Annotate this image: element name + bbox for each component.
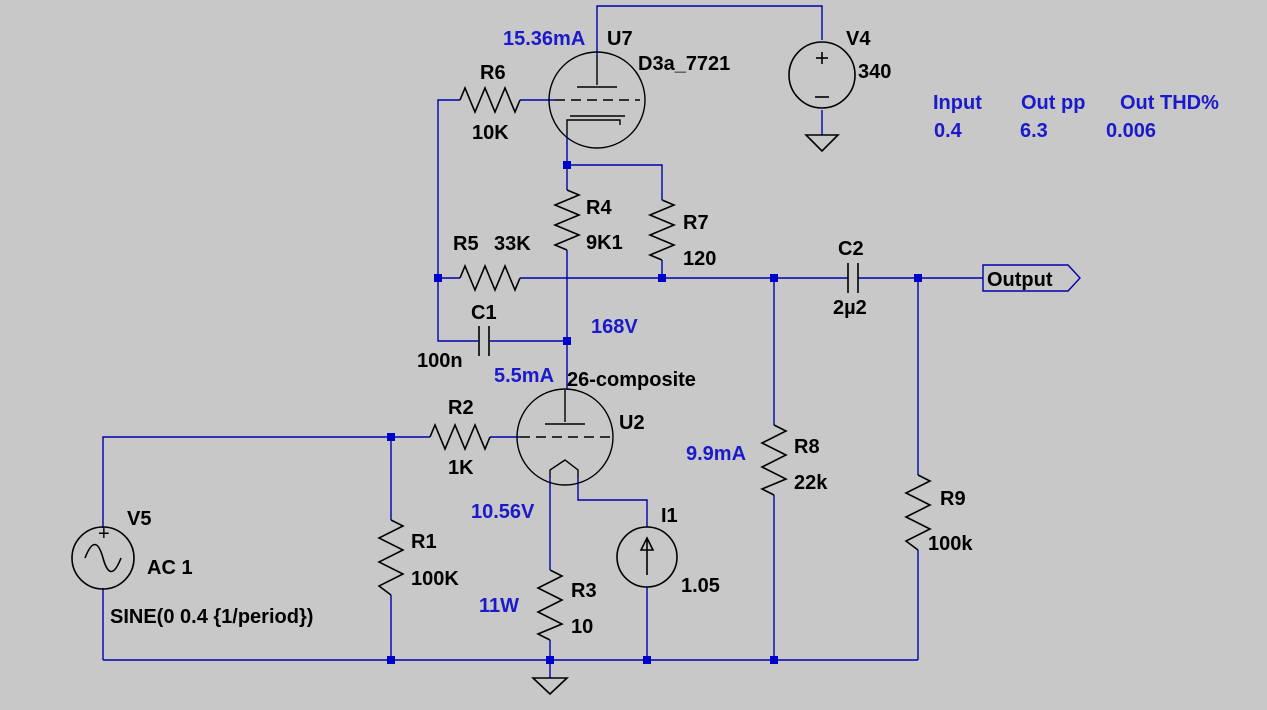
junction-dot — [434, 274, 442, 282]
r8-current-annotation: 9.9mA — [686, 443, 746, 465]
c2-value-label: 2µ2 — [833, 297, 867, 319]
v5-ref-label: V5 — [127, 508, 151, 530]
r8-value-label: 22k — [794, 472, 828, 494]
r3-power-annotation: 11W — [479, 595, 519, 617]
wire-u2-heater-i1[interactable] — [577, 478, 648, 527]
r2-ref-label: R2 — [448, 397, 474, 419]
capacitor-c1-symbol[interactable] — [478, 326, 490, 356]
tube-u7-symbol[interactable] — [548, 51, 646, 149]
resistor-r3-symbol[interactable] — [536, 569, 564, 641]
resistor-r7-symbol[interactable] — [647, 199, 677, 261]
r1-ref-label: R1 — [411, 531, 437, 553]
resistor-r1-symbol[interactable] — [377, 519, 405, 596]
labels: U7 D3a_7721 15.36mA V4 340 R6 10K R4 9K1… — [110, 28, 1219, 638]
wire-c1-left[interactable] — [437, 278, 478, 342]
resistor-r4-symbol[interactable] — [552, 189, 582, 251]
v5-value-label: AC 1 — [147, 557, 193, 579]
resistor-r6-symbol[interactable] — [459, 85, 521, 115]
ground-symbol-main — [530, 677, 570, 696]
v5-sine-label: SINE(0 0.4 {1/period}) — [110, 606, 313, 628]
svg-text:+: + — [98, 523, 110, 545]
r9-value-label: 100k — [928, 533, 973, 555]
junction-dot — [546, 656, 554, 664]
r3-ref-label: R3 — [571, 580, 597, 602]
junction-dot — [387, 433, 395, 441]
wire-cathode-node-r7[interactable] — [567, 164, 663, 200]
node-voltage-annotation: 168V — [591, 316, 638, 338]
resistor-r8-symbol[interactable] — [760, 424, 788, 496]
r4-ref-label: R4 — [586, 197, 612, 219]
c2-ref-label: C2 — [838, 238, 864, 260]
results-header-out-pp: Out pp — [1021, 92, 1085, 114]
r4-value-label: 9K1 — [586, 232, 623, 254]
source-v4-symbol[interactable] — [788, 41, 856, 109]
wires — [102, 5, 983, 678]
resistor-r9-symbol[interactable] — [904, 474, 932, 551]
u2-model-label: 26-composite — [567, 369, 696, 391]
u7-ref-label: U7 — [607, 28, 633, 50]
resistor-r2-symbol[interactable] — [429, 422, 491, 452]
junction-dot — [914, 274, 922, 282]
results-value-input: 0.4 — [934, 120, 963, 142]
wire-r6-grid-left[interactable] — [437, 99, 460, 278]
junction-dot — [658, 274, 666, 282]
junction-dot — [563, 337, 571, 345]
u7-current-annotation: 15.36mA — [503, 28, 585, 50]
junction-dot — [387, 656, 395, 664]
c1-ref-label: C1 — [471, 302, 497, 324]
i1-value-label: 1.05 — [681, 575, 720, 597]
i1-ref-label: I1 — [661, 505, 678, 527]
capacitor-c2-symbol[interactable] — [847, 263, 859, 293]
r2-value-label: 1K — [448, 457, 474, 479]
c1-value-label: 100n — [417, 350, 463, 372]
junction-dot — [770, 274, 778, 282]
source-v5-symbol[interactable]: + — [71, 523, 135, 590]
results-value-out-pp: 6.3 — [1020, 120, 1048, 142]
output-net-flag[interactable] — [982, 264, 1081, 292]
resistor-r5-symbol[interactable] — [459, 263, 521, 293]
r7-ref-label: R7 — [683, 212, 709, 234]
r9-ref-label: R9 — [940, 488, 966, 510]
cathode-voltage-annotation: 10.56V — [471, 501, 535, 523]
output-net-label[interactable]: Output — [987, 269, 1053, 291]
v4-value-label: 340 — [858, 61, 891, 83]
v4-ref-label: V4 — [846, 28, 871, 50]
r6-value-label: 10K — [472, 122, 509, 144]
r3-value-label: 10 — [571, 616, 593, 638]
r1-value-label: 100K — [411, 568, 459, 590]
u7-model-label: D3a_7721 — [638, 53, 730, 75]
r7-value-label: 120 — [683, 248, 716, 270]
junction-dot — [770, 656, 778, 664]
results-header-input: Input — [933, 92, 982, 114]
results-header-out-thd: Out THD% — [1120, 92, 1219, 114]
wire-input-top[interactable] — [102, 436, 430, 528]
u2-current-annotation: 5.5mA — [494, 365, 554, 387]
current-source-i1-symbol[interactable] — [616, 526, 678, 588]
ground-symbol-v4 — [804, 134, 840, 153]
r5-ref-label: R5 — [453, 233, 479, 255]
wire-u7-plate-to-v4[interactable] — [596, 5, 823, 55]
r5-value-label: 33K — [494, 233, 531, 255]
junction-dot — [643, 656, 651, 664]
tube-u2-symbol[interactable] — [516, 388, 614, 486]
r6-ref-label: R6 — [480, 62, 506, 84]
junctions — [387, 161, 922, 664]
u2-ref-label: U2 — [619, 412, 645, 434]
results-value-out-thd: 0.006 — [1106, 120, 1156, 142]
junction-dot — [563, 161, 571, 169]
r8-ref-label: R8 — [794, 436, 820, 458]
